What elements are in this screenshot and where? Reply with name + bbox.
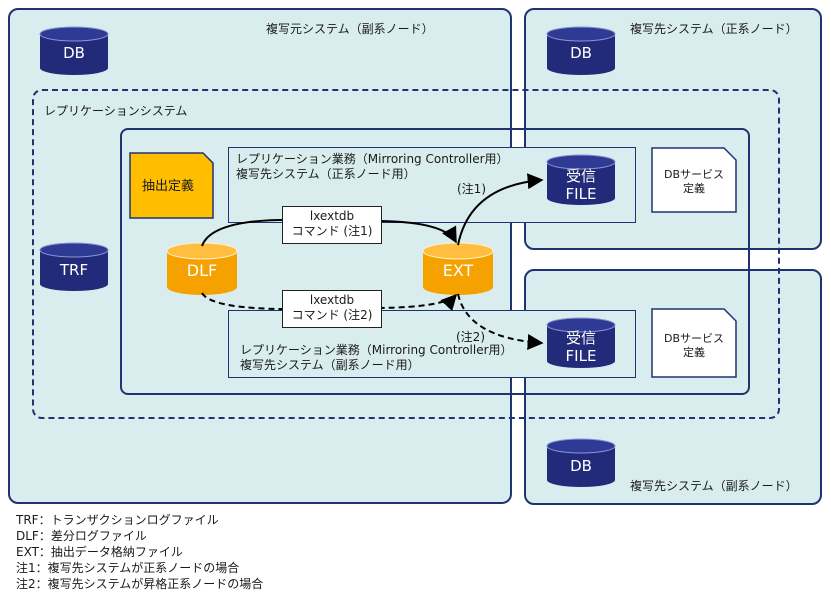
legend-trf: TRF：トランザクションログファイル: [16, 513, 219, 527]
dlf-cylinder: [166, 242, 238, 295]
db-service-def-1-doc: [651, 147, 737, 213]
command-1-name: lxextdb: [309, 209, 355, 223]
db-target-primary-cylinder: [546, 26, 616, 75]
extract-def-doc: [129, 152, 214, 219]
operation-secondary-line2: 複写先システム（副系ノード用）: [240, 358, 420, 372]
dlf-label: DLF: [186, 261, 218, 280]
replication-inner-box: [120, 128, 750, 395]
db-source-label: DB: [63, 44, 85, 62]
legend-note-2: 注2：複写先システムが昇格正系ノードの場合: [16, 577, 264, 591]
command-1-box: lxextdb コマンド (注1): [282, 206, 382, 244]
target-primary-title: 複写先システム（正系ノード）: [630, 22, 798, 36]
recv-file-2-line2: FILE: [565, 347, 597, 365]
arrow-ext-to-recv-file-2: [457, 293, 544, 351]
db-service-def-2-doc: [651, 308, 737, 378]
operation-secondary-line1: レプリケーション業務（Mirroring Controller用）: [240, 343, 513, 357]
db-service-def-1-line2: 定義: [683, 182, 705, 195]
source-system-title: 複写元システム（副系ノード）: [266, 22, 434, 36]
command-2-note: コマンド (注2): [291, 308, 373, 322]
replication-system-box: [32, 89, 780, 419]
note-2-label: (注2): [456, 330, 485, 344]
target-secondary-title: 複写先システム（副系ノード）: [630, 479, 798, 493]
note-1-label: (注1): [457, 182, 486, 196]
operation-primary-line2: 複写先システム（正系ノード用）: [236, 167, 416, 181]
command-2-name: lxextdb: [309, 293, 355, 307]
db-service-def-2-line2: 定義: [683, 346, 705, 359]
recv-file-1-line2: FILE: [565, 185, 597, 203]
legend-ext: EXT：抽出データ格納ファイル: [16, 545, 183, 559]
db-service-def-1-line1: DBサービス: [663, 168, 725, 181]
recv-file-2-cylinder: [546, 317, 616, 368]
db-target-primary-label: DB: [570, 44, 592, 62]
arrow-ext-to-recv-file-1: [457, 173, 544, 246]
recv-file-2-line1: 受信: [565, 329, 596, 347]
recv-file-1-line1: 受信: [565, 167, 596, 185]
db-target-secondary-cylinder: [546, 438, 616, 487]
ext-label: EXT: [442, 261, 474, 280]
db-source-cylinder: [39, 26, 109, 75]
extract-def-label: 抽出定義: [141, 179, 194, 194]
legend-dlf: DLF：差分ログファイル: [16, 529, 147, 543]
trf-label: TRF: [59, 261, 89, 279]
legend-note-1: 注1：複写先システムが正系ノードの場合: [16, 561, 240, 575]
command-1-note: コマンド (注1): [291, 224, 373, 238]
trf-cylinder: [39, 242, 109, 291]
db-service-def-2-line1: DBサービス: [663, 332, 725, 345]
recv-file-1-cylinder: [546, 154, 616, 205]
db-target-secondary-label: DB: [570, 457, 592, 475]
command-2-box: lxextdb コマンド (注2): [282, 290, 382, 328]
replication-system-label: レプリケーションシステム: [44, 104, 188, 118]
operation-primary-line1: レプリケーション業務（Mirroring Controller用）: [236, 152, 509, 166]
